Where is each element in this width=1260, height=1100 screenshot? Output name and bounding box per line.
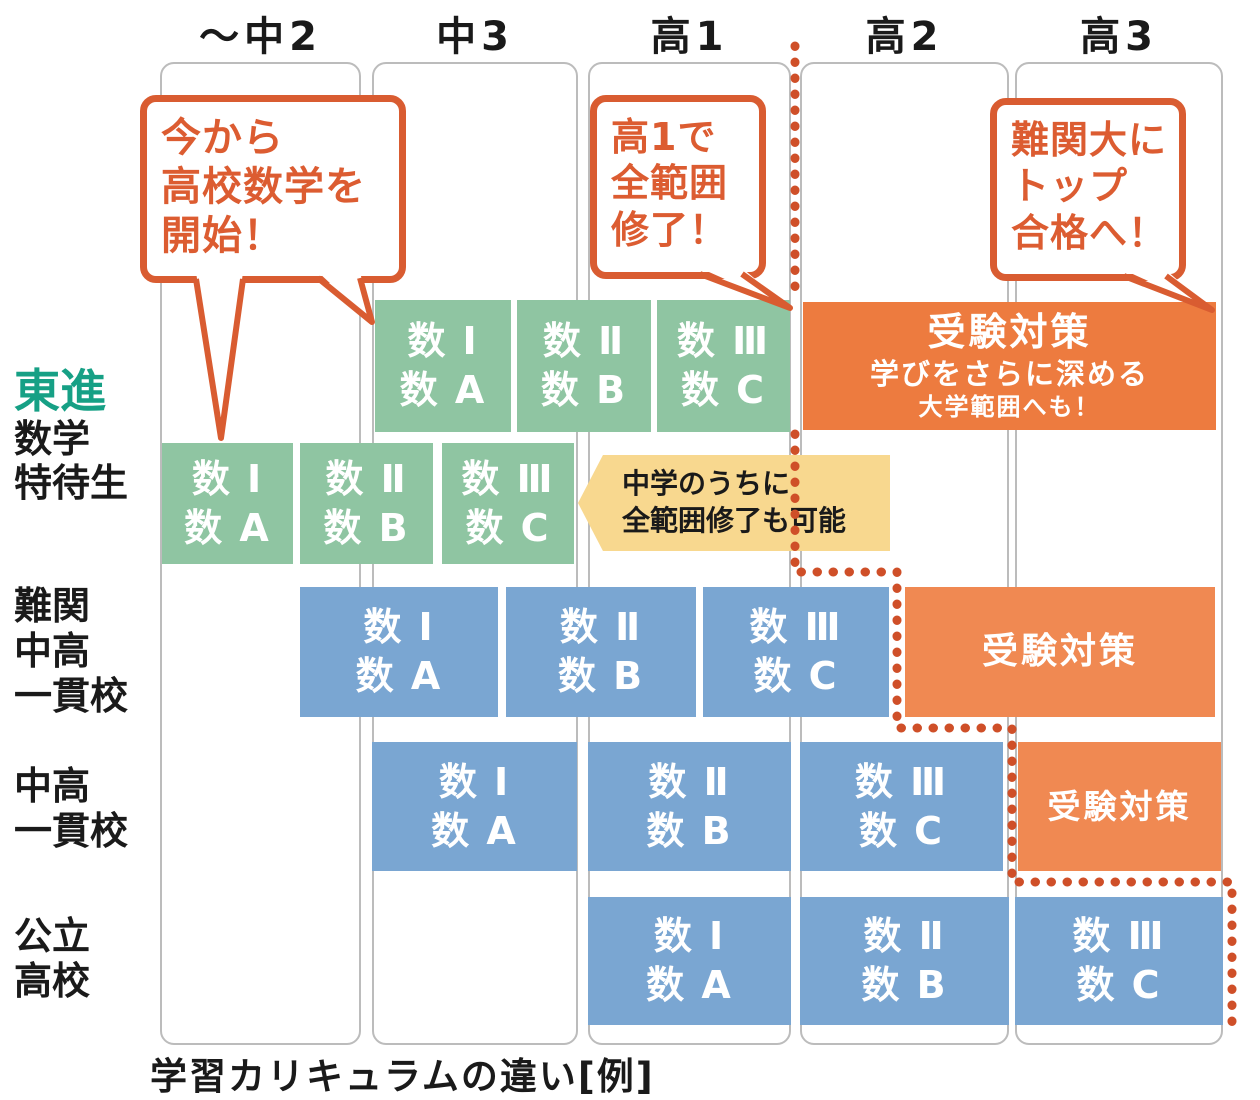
row-label-nankan-ikkan: 難関 中高 一貫校 xyxy=(14,584,129,718)
junior-high-completion-callout: 中学のうちに 全範囲修了も可能 xyxy=(578,455,890,551)
diagram-caption: 学習カリキュラムの違い[例] xyxy=(150,1055,655,1098)
speech-bubble-top-pass: 難関大に トップ 合格へ！ xyxy=(990,98,1186,281)
exam-block-nankan: 受験対策 xyxy=(905,587,1215,717)
exam-block-big: 受験対策 学びをさらに深める 大学範囲へも！ xyxy=(803,302,1216,430)
row-label-chuko-ikkan: 中高 一貫校 xyxy=(14,764,129,853)
grade-header-ko2: 高2 xyxy=(865,14,944,60)
toshin-brand-text: 東進 xyxy=(14,364,106,418)
grade-header-chu2: ～中2 xyxy=(199,14,322,60)
row-label-toshin: 東進 数学 特待生 xyxy=(14,364,129,506)
speech-bubble-start-now: 今から 高校数学を 開始！ xyxy=(140,95,406,283)
grade-header-ko3: 高3 xyxy=(1080,14,1158,60)
speech-bubble-hs1-complete: 高1で 全範囲 修了！ xyxy=(590,95,766,279)
grade-header-chu3: 中3 xyxy=(436,14,514,60)
row-label-koritsu: 公立 高校 xyxy=(14,914,91,1003)
grade-header-ko1: 高1 xyxy=(650,14,729,60)
exam-block-chuko: 受験対策 xyxy=(1018,742,1221,871)
